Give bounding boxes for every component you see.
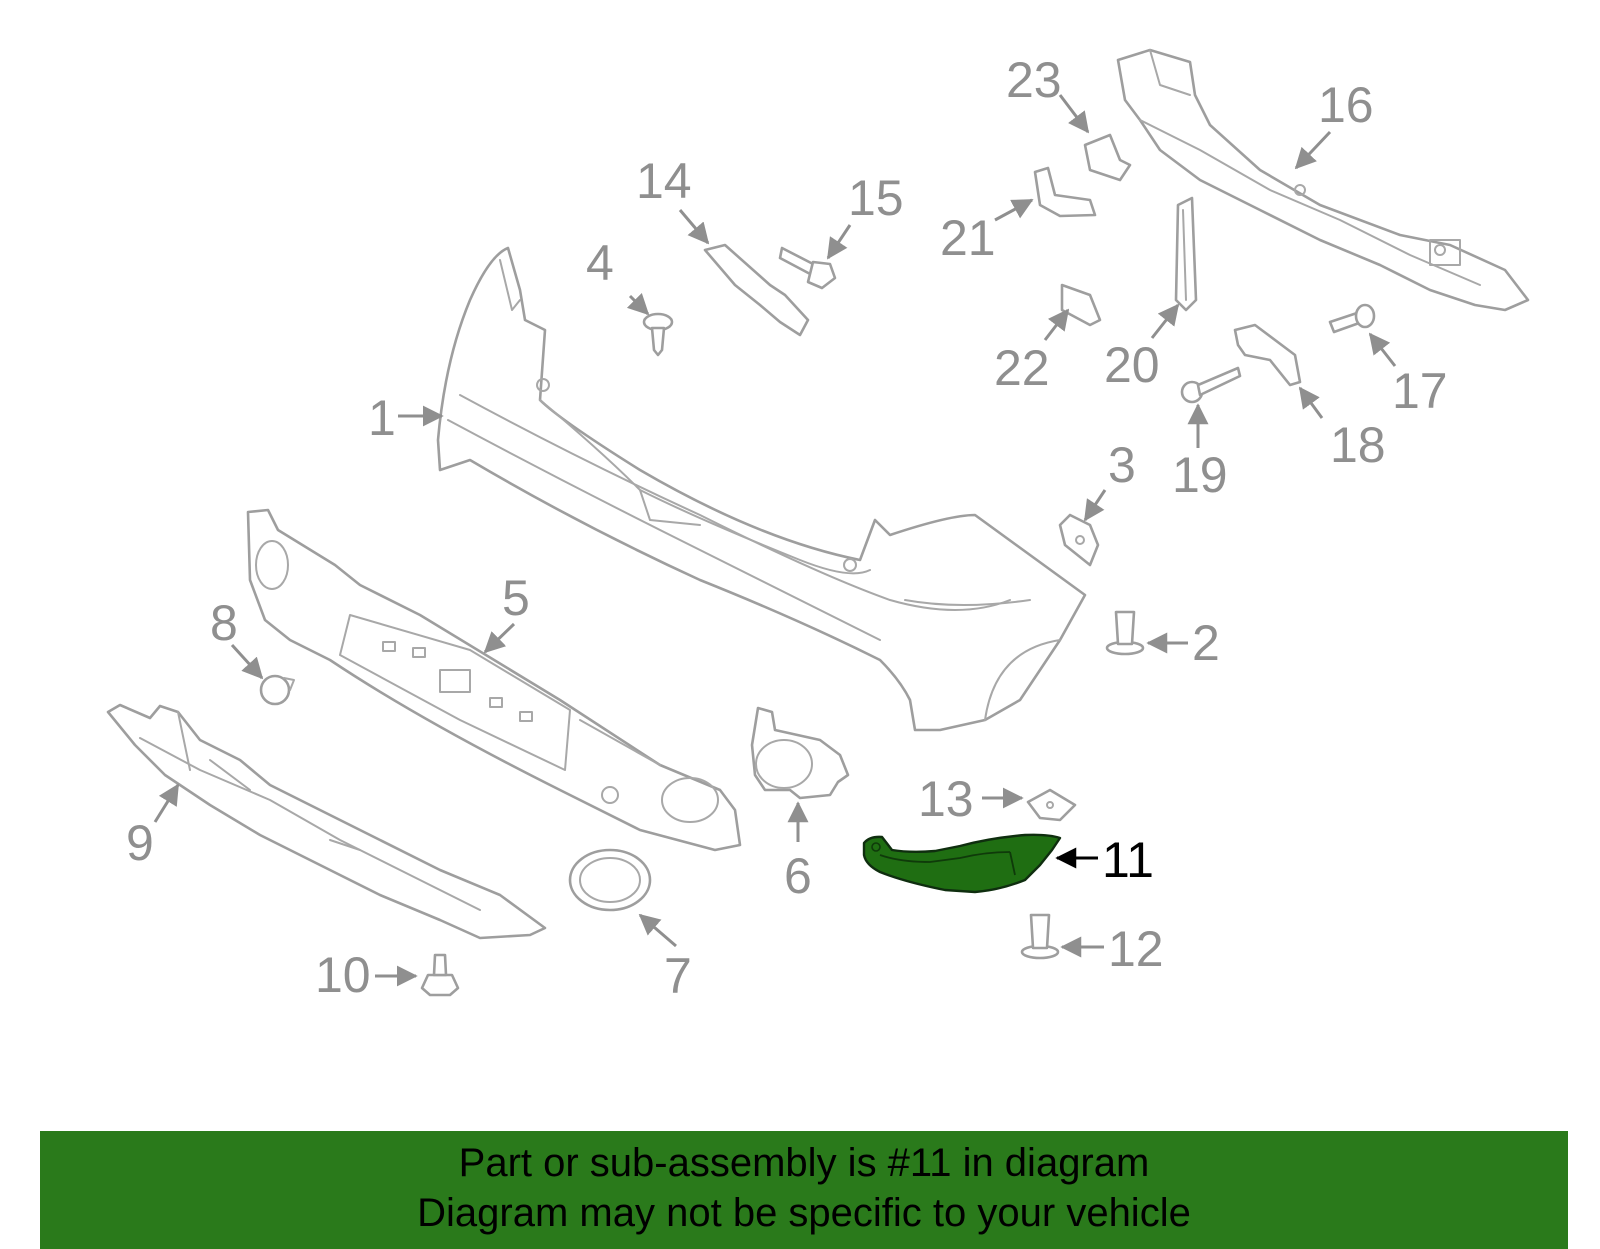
- callout-13[interactable]: 13: [918, 771, 974, 827]
- part-18-bracket[interactable]: [1233, 323, 1302, 387]
- callout-12[interactable]: 12: [1108, 921, 1164, 977]
- part-2-screw[interactable]: [1105, 610, 1145, 656]
- callout-18[interactable]: 18: [1330, 417, 1386, 473]
- banner-line-2: Diagram may not be specific to your vehi…: [417, 1191, 1191, 1235]
- callout-10[interactable]: 10: [315, 947, 371, 1003]
- callout-3[interactable]: 3: [1108, 437, 1136, 493]
- part-1-bumper-cover[interactable]: [436, 246, 1087, 732]
- callout-15[interactable]: 15: [848, 170, 904, 226]
- callout-5[interactable]: 5: [502, 570, 530, 626]
- part-14-bracket[interactable]: [703, 243, 810, 337]
- callout-22[interactable]: 22: [994, 340, 1050, 396]
- part-3-clip-nut[interactable]: [1058, 513, 1100, 567]
- callout-7[interactable]: 7: [664, 948, 692, 1004]
- callout-8[interactable]: 8: [210, 595, 238, 651]
- callout-9[interactable]: 9: [126, 815, 154, 871]
- part-13-nut[interactable]: [1026, 788, 1077, 822]
- info-banner: Part or sub-assembly is #11 in diagram D…: [40, 1131, 1568, 1249]
- part-21-bracket[interactable]: [1033, 166, 1097, 218]
- part-17-bolt[interactable]: [1328, 303, 1376, 334]
- callout-6[interactable]: 6: [784, 848, 812, 904]
- callout-2[interactable]: 2: [1192, 615, 1220, 671]
- part-22-bracket[interactable]: [1060, 283, 1102, 327]
- callout-23[interactable]: 23: [1006, 52, 1062, 108]
- part-23-bracket[interactable]: [1083, 133, 1132, 182]
- callout-11[interactable]: 11: [1102, 832, 1154, 888]
- callout-16[interactable]: 16: [1318, 77, 1374, 133]
- callout-labels: 1 2 3 4 5 6 7 8 9 10 11 12 13 14 15 16 1…: [126, 52, 1448, 1004]
- part-8-grommet[interactable]: [259, 674, 295, 706]
- callout-19[interactable]: 19: [1172, 447, 1228, 503]
- callout-21[interactable]: 21: [940, 210, 996, 266]
- part-6-fog-lamp[interactable]: [750, 706, 850, 800]
- part-5-lower-valance[interactable]: [246, 508, 742, 852]
- callout-1[interactable]: 1: [368, 390, 396, 446]
- callout-17[interactable]: 17: [1392, 363, 1448, 419]
- part-9-lower-reinforcement[interactable]: [106, 703, 547, 940]
- part-15-bolt[interactable]: [778, 246, 837, 290]
- part-11-highlighted-bracket[interactable]: [862, 833, 1062, 894]
- part-16-upper-reinforcement[interactable]: [1116, 48, 1530, 312]
- part-10-bolt[interactable]: [420, 953, 460, 997]
- callout-4[interactable]: 4: [586, 235, 614, 291]
- callout-14[interactable]: 14: [636, 153, 692, 209]
- part-20-bracket[interactable]: [1174, 196, 1198, 312]
- callout-20[interactable]: 20: [1104, 337, 1160, 393]
- part-12-screw[interactable]: [1020, 913, 1060, 960]
- part-19-screw[interactable]: [1180, 366, 1242, 404]
- leader-lines: [153, 94, 1397, 987]
- part-4-clip[interactable]: [642, 312, 674, 357]
- part-7-trim-ring[interactable]: [568, 848, 652, 912]
- banner-line-1: Part or sub-assembly is #11 in diagram: [458, 1141, 1150, 1185]
